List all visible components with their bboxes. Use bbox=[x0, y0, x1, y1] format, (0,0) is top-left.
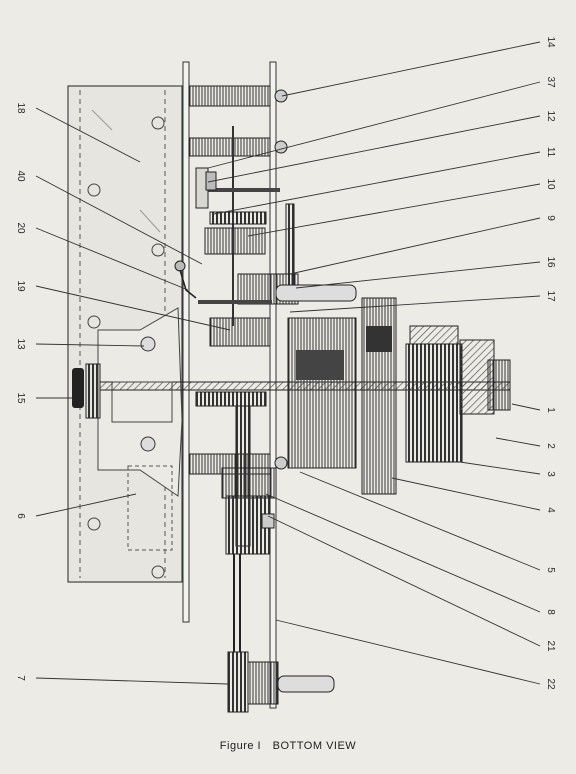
leader-lines bbox=[35, 41, 541, 685]
callout-13: 13 bbox=[15, 338, 26, 350]
callout-5: 5 bbox=[545, 567, 556, 573]
main-shaft-assembly bbox=[72, 297, 511, 495]
callout-10: 10 bbox=[545, 178, 556, 190]
callout-17: 17 bbox=[545, 290, 556, 302]
callout-11: 11 bbox=[545, 147, 556, 158]
spacer-posts bbox=[188, 85, 288, 475]
figure-caption: Figure I BOTTOM VIEW bbox=[0, 740, 576, 752]
callout-3: 3 bbox=[545, 471, 556, 477]
callout-4: 4 bbox=[545, 507, 556, 513]
view-name: BOTTOM VIEW bbox=[272, 740, 357, 752]
callout-7: 7 bbox=[15, 675, 26, 681]
callout-1: 1 bbox=[545, 407, 556, 413]
callout-labels: 14 37 12 11 10 9 16 17 1 2 3 4 5 8 21 22… bbox=[15, 36, 556, 690]
callout-14: 14 bbox=[545, 36, 556, 48]
callout-20: 20 bbox=[15, 222, 26, 234]
figure-label: Figure I bbox=[219, 740, 262, 752]
callout-19: 19 bbox=[15, 280, 26, 292]
callout-21: 21 bbox=[545, 640, 556, 652]
callout-2: 2 bbox=[545, 443, 556, 449]
callout-16: 16 bbox=[545, 256, 556, 268]
callout-12: 12 bbox=[545, 110, 556, 122]
callout-8: 8 bbox=[545, 609, 556, 615]
callout-9: 9 bbox=[545, 215, 556, 221]
pulley-belt-drive bbox=[221, 467, 335, 713]
mechanism-diagram: 14 37 12 11 10 9 16 17 1 2 3 4 5 8 21 22… bbox=[15, 36, 556, 713]
callout-18: 18 bbox=[15, 102, 26, 114]
callout-40: 40 bbox=[15, 170, 26, 182]
callout-15: 15 bbox=[15, 392, 26, 404]
callout-22: 22 bbox=[545, 678, 556, 690]
mounting-bracket bbox=[97, 307, 183, 551]
callout-6: 6 bbox=[15, 513, 26, 519]
callout-37: 37 bbox=[545, 76, 556, 88]
